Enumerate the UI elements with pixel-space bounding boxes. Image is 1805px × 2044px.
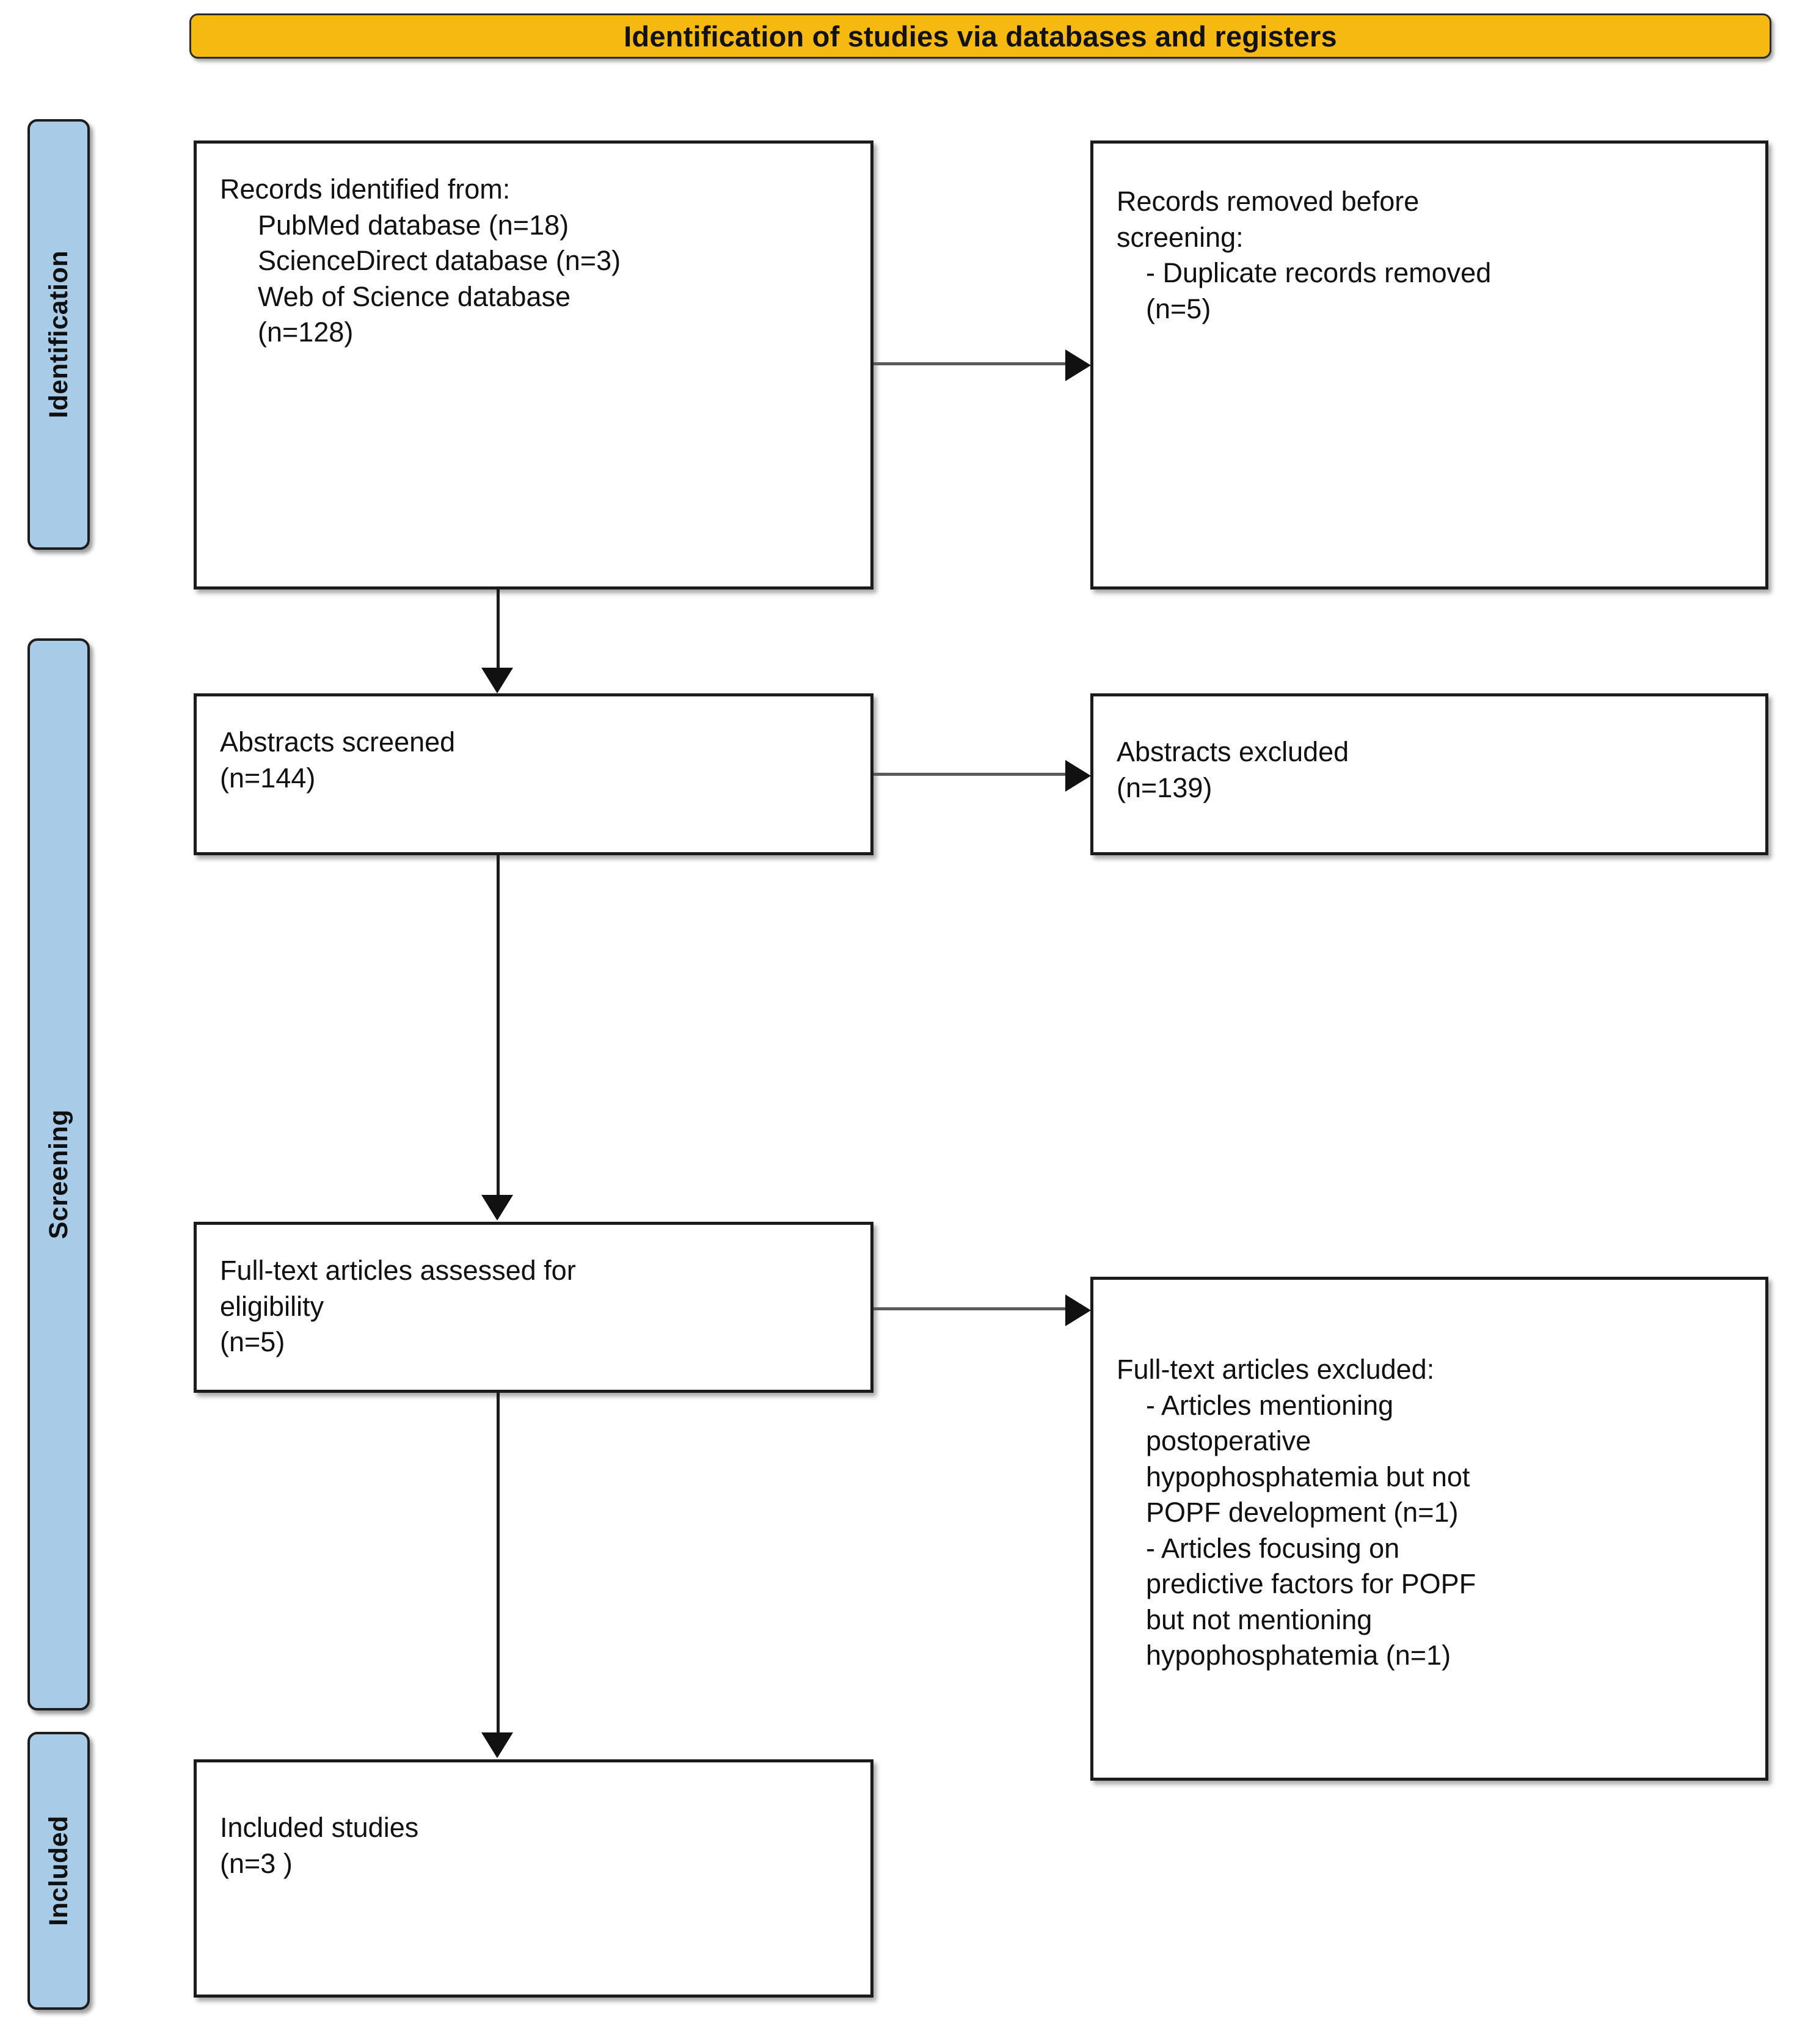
box-line: Abstracts screened bbox=[220, 726, 456, 757]
box-line: postoperative bbox=[1146, 1425, 1311, 1456]
stage-tab-included-label: Included bbox=[43, 1816, 73, 1926]
box-line: hypophosphatemia (n=1) bbox=[1146, 1640, 1451, 1671]
box-line: ScienceDirect database (n=3) bbox=[258, 245, 621, 276]
box-line: - Duplicate records removed bbox=[1146, 257, 1492, 288]
connector-line-fulltext-to-included bbox=[497, 1393, 500, 1734]
box-line: Full-text articles excluded: bbox=[1117, 1354, 1435, 1385]
banner-title: Identification of studies via databases … bbox=[624, 20, 1337, 53]
box-line: (n=128) bbox=[258, 316, 354, 348]
arrow-right-icon bbox=[1065, 1294, 1091, 1326]
box-line: Full-text articles assessed for bbox=[220, 1255, 576, 1286]
box-line: Abstracts excluded bbox=[1117, 736, 1349, 767]
box-included-studies: Included studies (n=3 ) bbox=[194, 1759, 873, 1998]
arrow-down-icon bbox=[481, 668, 513, 693]
box-line: but not mentioning bbox=[1146, 1604, 1373, 1635]
connector-line-identified-to-screened bbox=[497, 589, 500, 669]
connector-line-screened-to-excluded bbox=[873, 773, 1068, 776]
box-line: eligibility bbox=[220, 1290, 324, 1322]
stage-tab-included: Included bbox=[27, 1732, 90, 2010]
box-line: (n=3 ) bbox=[220, 1847, 293, 1879]
box-records-removed: Records removed before screening: - Dupl… bbox=[1090, 141, 1768, 589]
diagram-banner: Identification of studies via databases … bbox=[189, 13, 1771, 59]
stage-tab-identification-label: Identification bbox=[43, 250, 73, 418]
arrow-right-icon bbox=[1065, 349, 1091, 381]
connector-line-identified-to-removed bbox=[873, 362, 1068, 365]
box-fulltext-assessed: Full-text articles assessed for eligibil… bbox=[194, 1222, 873, 1393]
stage-tab-screening-label: Screening bbox=[43, 1109, 73, 1239]
box-line: hypophosphatemia but not bbox=[1146, 1461, 1470, 1492]
arrow-down-icon bbox=[481, 1732, 513, 1758]
box-line: Web of Science database bbox=[258, 280, 571, 312]
stage-tab-screening: Screening bbox=[27, 638, 90, 1710]
box-records-identified: Records identified from: PubMed database… bbox=[194, 141, 873, 589]
box-line: PubMed database (n=18) bbox=[258, 209, 569, 241]
connector-line-screened-to-fulltext bbox=[497, 855, 500, 1196]
arrow-down-icon bbox=[481, 1195, 513, 1221]
box-line: (n=144) bbox=[220, 762, 316, 794]
box-line: POPF development (n=1) bbox=[1146, 1497, 1459, 1528]
box-line: - Articles focusing on bbox=[1146, 1532, 1400, 1564]
box-line: (n=139) bbox=[1117, 772, 1212, 803]
box-fulltext-excluded: Full-text articles excluded: - Articles … bbox=[1090, 1277, 1768, 1781]
stage-tab-identification: Identification bbox=[27, 119, 90, 550]
arrow-right-icon bbox=[1065, 760, 1091, 792]
connector-line-fulltext-to-excluded bbox=[873, 1307, 1068, 1310]
box-line: Included studies bbox=[220, 1812, 419, 1843]
box-line: (n=5) bbox=[1146, 293, 1211, 324]
box-line: Records removed before bbox=[1117, 186, 1420, 217]
box-line: predictive factors for POPF bbox=[1146, 1568, 1476, 1599]
box-abstracts-screened: Abstracts screened (n=144) bbox=[194, 693, 873, 855]
box-abstracts-excluded: Abstracts excluded (n=139) bbox=[1090, 693, 1768, 855]
box-line: Records identified from: bbox=[220, 173, 511, 205]
box-line: (n=5) bbox=[220, 1326, 285, 1357]
box-line: screening: bbox=[1117, 221, 1244, 253]
box-line: - Articles mentioning bbox=[1146, 1389, 1394, 1421]
